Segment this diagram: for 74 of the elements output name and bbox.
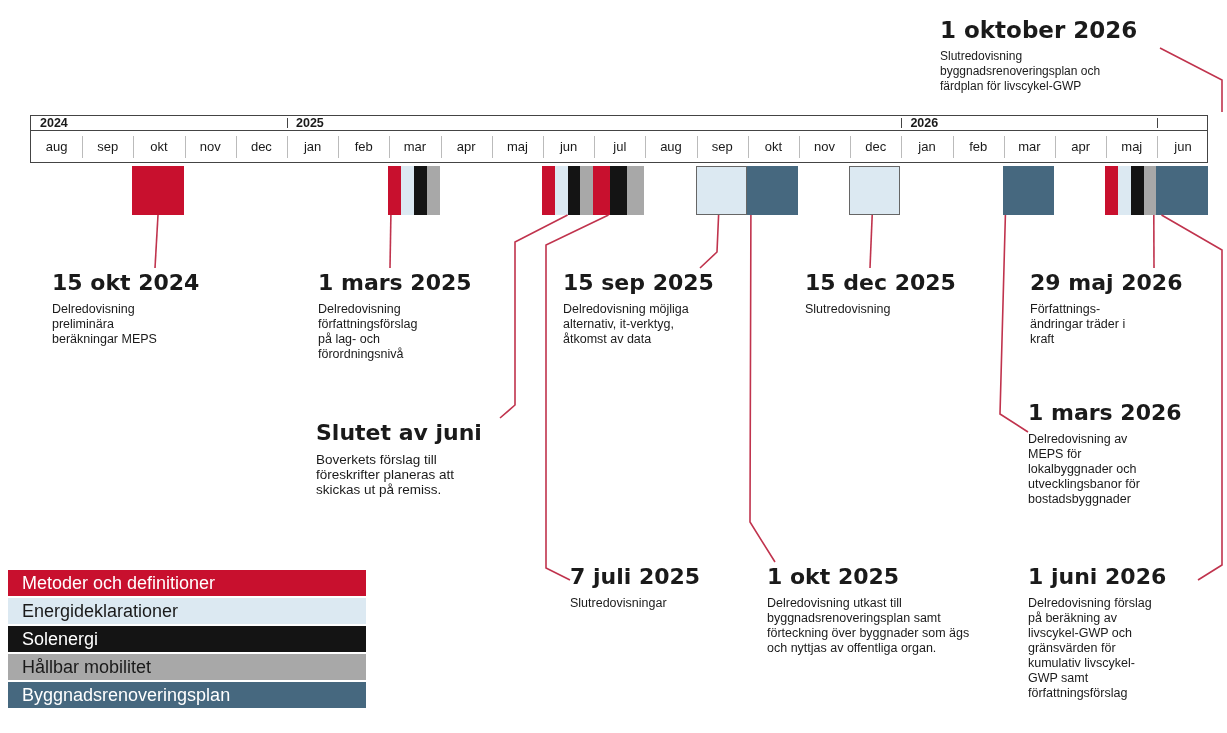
date-heading: 1 okt 2025 [767, 563, 900, 591]
legend-item: Solenergi [8, 626, 366, 652]
date-heading: 1 oktober 2026 [940, 16, 1138, 45]
month-label: apr [1070, 138, 1091, 156]
month-label: jul [612, 138, 628, 156]
timeline-bar [746, 166, 798, 215]
month-label: aug [44, 138, 69, 156]
striped-bar [1105, 166, 1157, 215]
leader-line [154, 214, 159, 269]
timeline-bar [1156, 166, 1208, 215]
month-label: okt [149, 138, 169, 156]
striped-bar [388, 166, 440, 215]
month-label: jan [302, 138, 323, 156]
date-heading: 7 juli 2025 [570, 563, 701, 591]
date-heading: 15 dec 2025 [805, 269, 956, 297]
month-label: dec [864, 138, 888, 156]
milestone-description: Slutredovisning [805, 302, 892, 317]
milestone-description: Delredovisning av MEPS för lokalbyggnader och utvecklingsbanor för bostadsbyggnader [1028, 432, 1141, 507]
leader-line [699, 214, 720, 269]
month-label: mar [1017, 138, 1042, 156]
date-heading: 1 mars 2026 [1028, 399, 1182, 427]
milestone-description: Författnings- ändringar träder i kraft [1030, 302, 1127, 347]
timeline-bar [1002, 166, 1054, 215]
date-heading: 15 okt 2024 [52, 269, 200, 297]
timeline-bar [695, 166, 747, 215]
month-label: jun [558, 138, 579, 156]
month-label: jun [1173, 138, 1193, 156]
month-label: feb [968, 138, 989, 156]
month-label: sep [710, 138, 734, 156]
milestone-description: Slutredovisningar [570, 596, 668, 611]
month-label: sep [96, 138, 120, 156]
date-heading: 1 juni 2026 [1028, 563, 1167, 591]
month-label: nov [198, 138, 222, 156]
month-label: maj [1120, 138, 1144, 156]
striped-bar [593, 166, 645, 215]
leader-line [545, 214, 610, 581]
timeline-bar [132, 166, 184, 215]
year-label: 2026 [909, 116, 940, 130]
leader-line [1153, 214, 1155, 269]
month-label: apr [455, 138, 477, 156]
month-label: maj [505, 138, 529, 156]
year-label: 2024 [39, 116, 69, 130]
legend-item: Metoder och definitioner [8, 570, 366, 596]
leader-line [749, 214, 776, 563]
leader-line [999, 214, 1029, 433]
leader-line [499, 214, 569, 419]
date-heading: Slutet av juni [316, 419, 482, 447]
timeline-bar [849, 166, 901, 215]
milestone-description: Delredovisning preliminära beräkningar MEPS [52, 302, 158, 347]
date-heading: 15 sep 2025 [563, 269, 714, 297]
legend-item: Energideklarationer [8, 598, 366, 624]
legend-item: Hållbar mobilitet [8, 654, 366, 680]
milestone-description: Delredovisning förslag på beräkning av livscykel-GWP och gränsvärden för kumulativ livscykel- GWP samt författningsförslag [1028, 596, 1153, 701]
milestone-description: Boverkets förslag till föreskrifter planeras att skickas ut på remiss. [316, 452, 456, 497]
month-label: nov [813, 138, 837, 156]
milestone-description: Delredovisning möjliga alternativ, it-verktyg, åtkomst av data [563, 302, 690, 347]
leader-line [1160, 214, 1223, 581]
month-label: jan [917, 138, 937, 156]
leader-line [1159, 47, 1223, 113]
month-label: aug [659, 138, 683, 156]
month-label: feb [353, 138, 374, 156]
month-label: okt [763, 138, 784, 156]
month-label: mar [402, 138, 428, 156]
leader-line [869, 214, 873, 269]
year-label: 2025 [295, 116, 325, 130]
legend-item: Byggnadsrenoveringsplan [8, 682, 366, 708]
milestone-description: Delredovisning utkast till byggnadsrenoveringsplan samt förteckning över byggnader som ägs och nyttjas av offentliga organ. [767, 596, 971, 656]
date-heading: 29 maj 2026 [1030, 269, 1183, 297]
milestone-description: Delredovisning författningsförslag på lag- och förordningsnivå [318, 302, 419, 362]
leader-line [389, 214, 392, 269]
striped-bar [542, 166, 594, 215]
month-label: dec [249, 138, 273, 156]
date-heading: 1 mars 2025 [318, 269, 472, 297]
milestone-description: Slutredovisning byggnadsrenoveringsplan och färdplan för livscykel-GWP [940, 49, 1102, 94]
